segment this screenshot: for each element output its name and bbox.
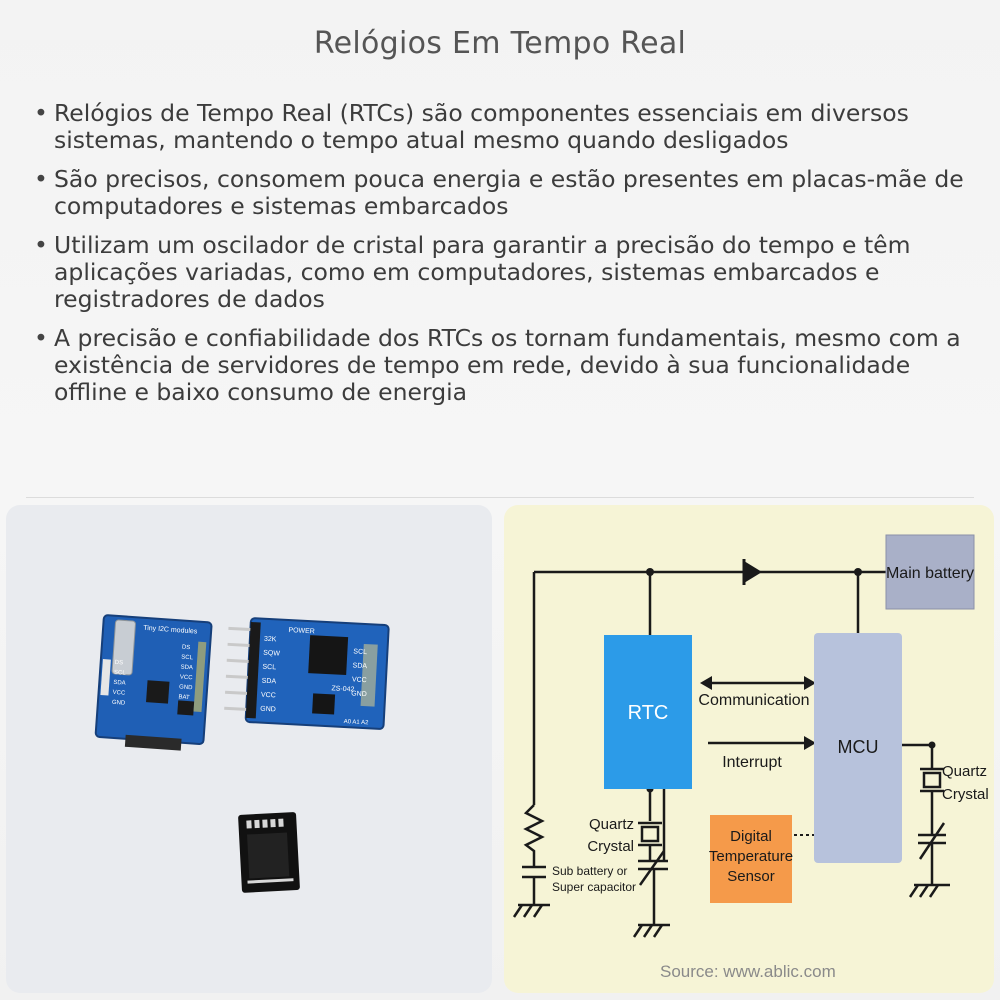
board2-model: ZS-042 [331,685,354,693]
main-battery-box [885,534,975,610]
board2-pin-right: GND [351,690,367,698]
page-title: Relógios Em Tempo Real [313,26,687,61]
board2-pin-right: SDA [352,662,367,670]
bullet-item: Relógios de Tempo Real (RTCs) são compon… [34,100,974,154]
interrupt-label: Interrupt [722,754,782,771]
source-credit: Source: www.ablic.com [660,962,836,981]
rtc-label: RTC [628,702,669,724]
sensor-label: Temperature [709,848,793,865]
board2-pin-right: VCC [352,676,367,684]
board1-pin-right: VCC [180,674,194,681]
board2-addr: A0 A1 A2 [344,719,370,726]
sensor-label: Sensor [727,868,775,885]
board1-pin: SCL [114,670,127,677]
mcu-label: MCU [838,737,879,757]
ds3231-board: POWER 32K SQW SCL SDA VCC GND SCL SDA VC… [224,617,390,730]
section-divider [26,497,974,498]
board1-label: Tiny I2C modules [143,625,198,636]
sub-battery-label: Super capacitor [552,880,636,894]
board2-pin: SCL [262,664,276,672]
rtc-block [604,635,692,789]
quartz-right-label: Quartz [942,763,987,780]
board1-pin-right: BAT [178,694,190,701]
quartz-right-label: Crystal [942,786,989,803]
sub-battery-label: Sub battery or [552,864,627,878]
temperature-sensor-block [710,815,792,903]
board1-pin: DS [114,660,123,667]
board1-pin-right: SDA [180,664,193,671]
bullet-item: A precisão e confiabilidade dos RTCs os … [34,325,974,406]
board2-label: POWER [288,627,315,635]
board1-pin: VCC [112,690,126,697]
rtc-block-diagram: Main battery RTC MCU Communication Inter… [504,505,994,993]
board2-pin: SQW [263,650,280,658]
chip-module [238,812,300,893]
tiny-rtc-board: Tiny I2C modules DS SCL SDA VCC GND DS S… [94,614,213,751]
bullet-list: Relógios de Tempo Real (RTCs) são compon… [34,100,974,418]
board2-pin: GND [260,706,276,714]
board1-pin: SDA [113,680,126,687]
communication-label: Communication [698,692,809,709]
main-battery-label: Main battery [886,565,974,582]
bullet-item: São precisos, consomem pouca energia e e… [34,166,974,220]
board2-pin-right: SCL [353,648,367,656]
board2-pin: VCC [261,692,276,700]
quartz-left-label: Quartz [589,816,634,833]
mcu-block [814,633,902,863]
bullet-item: Utilizam um oscilador de cristal para ga… [34,232,974,313]
board2-pin: 32K [264,636,277,644]
board1-pin: GND [112,700,126,707]
board1-pin-right: SCL [181,654,194,661]
board1-pin-right: DS [182,645,191,652]
quartz-left-label: Crystal [587,838,634,855]
rtc-modules-photo: Tiny I2C modules DS SCL SDA VCC GND DS S… [6,505,492,993]
sensor-label: Digital [730,828,772,845]
board2-pin: SDA [262,678,277,686]
board1-pin-right: GND [179,684,193,691]
